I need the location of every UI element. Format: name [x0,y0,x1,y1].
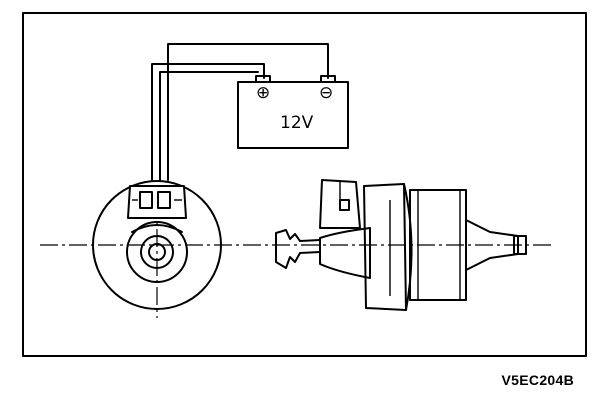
inlet-taper [319,227,371,279]
connector-pin-right [157,191,171,209]
figure-code: V5EC204B [501,372,574,388]
outlet-port [513,235,527,255]
wire-to-positive [151,63,265,181]
wire-inner-positive [159,71,259,181]
side-connector [319,179,361,229]
battery-positive-terminal: ⊕ [256,83,270,103]
wire-to-negative [167,43,329,181]
solenoid-side-view [275,179,527,311]
inlet-port [275,229,321,269]
battery: ⊕ ⊖ 12V [237,75,349,149]
battery-body [237,81,349,149]
electrical-connector [127,185,187,219]
wire-harness [151,43,329,181]
valve-flange [409,189,467,301]
connector-pin-left [139,191,153,209]
battery-negative-terminal: ⊖ [319,83,333,103]
diagram-frame [22,12,587,357]
solenoid-end-view [92,180,222,310]
solenoid-housing [92,180,222,310]
battery-voltage-label: 12V [280,113,314,133]
